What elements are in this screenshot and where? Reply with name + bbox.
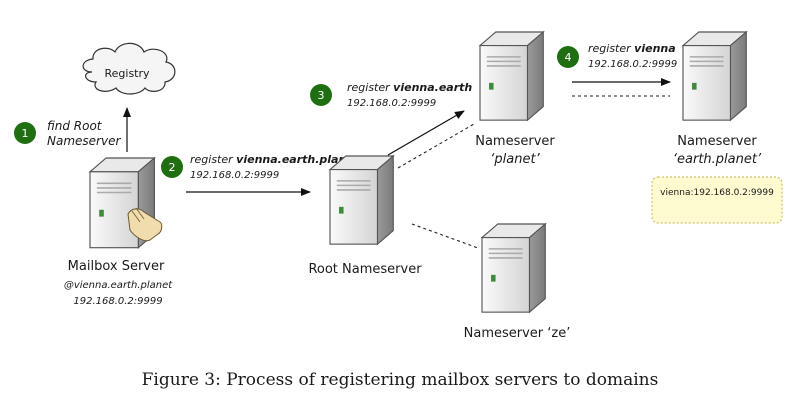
root-nameserver-icon: [329, 155, 395, 245]
step-3-number: 3: [318, 89, 325, 102]
nameserver-planet: Nameserver ‘planet’: [475, 31, 555, 167]
mailbox-server-address: 192.168.0.2:9999: [73, 296, 162, 307]
nameserver-planet-name: Nameserver: [475, 134, 555, 149]
registry-label: Registry: [104, 67, 150, 80]
step-4-number: 4: [565, 51, 572, 64]
figure-caption: Figure 3: Process of registering mailbox…: [141, 370, 659, 390]
step-1: 1 find Root Nameserver: [14, 119, 121, 148]
step-1-line1: find Root: [47, 119, 103, 133]
step-1-line2: Nameserver: [47, 134, 121, 148]
mapping-note-text: vienna:192.168.0.2:9999: [660, 188, 774, 198]
nameserver-ze: Nameserver ‘ze’: [464, 223, 571, 341]
step-1-number: 1: [22, 127, 29, 140]
step-2-domain: vienna.earth.planet: [236, 153, 360, 166]
nameserver-ze-name: Nameserver ‘ze’: [464, 326, 571, 341]
nameserver-earth-planet-icon: [682, 31, 748, 121]
step-2: 2 register vienna.earth.planet 192.168.0…: [161, 153, 360, 181]
step-2-number: 2: [169, 161, 176, 174]
step-4-badge: [557, 46, 579, 68]
step-2-prefix: register vienna.earth.planet: [190, 153, 360, 166]
mailbox-server-name: Mailbox Server: [68, 259, 165, 274]
step-3-badge: [310, 84, 332, 106]
delegation-root-ze: [411, 223, 479, 249]
nameserver-planet-zone: ‘planet’: [490, 152, 540, 167]
delegation-root-planet: [397, 123, 475, 169]
step-3: 3 register vienna.earth 192.168.0.2:9999: [310, 81, 472, 109]
nameserver-earth-planet-name: Nameserver: [677, 134, 757, 149]
step-4: 4 register vienna 192.168.0.2:9999: [557, 42, 677, 70]
nameserver-planet-icon: [479, 31, 545, 121]
step-3-prefix: register vienna.earth: [347, 81, 472, 94]
mailbox-server: Mailbox Server @vienna.earth.planet 192.…: [64, 157, 173, 307]
step-4-domain: vienna: [634, 42, 676, 55]
root-nameserver-name: Root Nameserver: [308, 262, 422, 277]
nameserver-earth-planet-zone: ‘earth.planet’: [673, 152, 762, 167]
step-3-domain: vienna.earth: [393, 81, 472, 94]
step-2-badge: [161, 156, 183, 178]
step-1-badge: [14, 122, 36, 144]
step-4-prefix: register vienna: [588, 42, 676, 55]
registry-cloud: Registry: [82, 42, 176, 95]
mapping-note: vienna:192.168.0.2:9999: [651, 176, 783, 224]
step-4-address: 192.168.0.2:9999: [588, 59, 677, 70]
step-2-address: 192.168.0.2:9999: [190, 170, 279, 181]
root-nameserver: Root Nameserver: [308, 155, 422, 277]
nameserver-earth-planet: Nameserver ‘earth.planet’: [673, 31, 762, 167]
nameserver-ze-icon: [481, 223, 547, 313]
step-3-address: 192.168.0.2:9999: [347, 98, 436, 109]
mailbox-server-email: @vienna.earth.planet: [64, 280, 173, 291]
arrow-register-planet: [387, 110, 465, 156]
